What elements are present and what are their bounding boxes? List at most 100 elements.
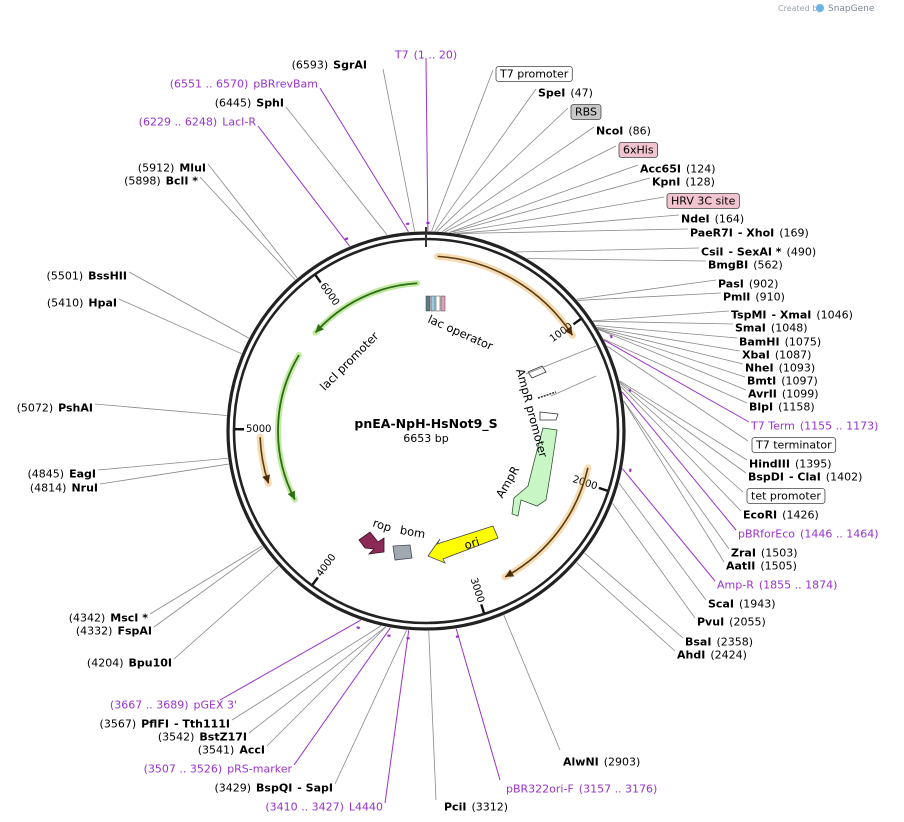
- t7-promoter-box: [495, 66, 573, 82]
- sgrai-part: (6593): [292, 59, 329, 72]
- bsshii-part: (5501): [47, 270, 84, 283]
- bamhi-leader-line: [595, 325, 738, 339]
- acci-label: (3541)AccI: [198, 744, 265, 757]
- acc65i-part: Acc65I: [640, 163, 681, 176]
- bpu10i-label: (4204)Bpu10I: [87, 657, 172, 670]
- bmgbi-part: BmgBI: [708, 259, 748, 272]
- t7-part: (1 .. 20): [414, 49, 458, 62]
- pmli-part: (910): [755, 291, 785, 304]
- pasi-part: (902): [749, 278, 779, 291]
- sphi-label: (6445)SphI: [215, 97, 284, 110]
- acc65i-label: Acc65I(124): [640, 163, 716, 176]
- mlui-part: MluI: [179, 162, 206, 175]
- nrui-leader-line: [99, 463, 229, 485]
- bamhi-part: (1075): [785, 336, 822, 349]
- bspqi-part: (3429): [214, 782, 251, 795]
- aatii-part: (1505): [760, 560, 797, 573]
- sgrai-leader-line: [382, 68, 416, 232]
- nrui-label: (4814)NruI: [30, 482, 98, 495]
- pshai-part: PshAI: [58, 402, 93, 415]
- amp-r-part: (1855 .. 1874): [759, 579, 838, 592]
- t7-term-primer-mark: [609, 334, 613, 339]
- xbai-leader-line: [597, 327, 741, 352]
- orange-feature-arrow-left: [256, 433, 272, 487]
- tspmi-label: TspMI- XmaI(1046): [731, 309, 853, 322]
- nhei-leader-line: [597, 328, 744, 365]
- tspmi-part: - XmaI: [772, 309, 812, 322]
- rop-label: rop: [371, 516, 393, 535]
- ncoi-label: NcoI(86): [596, 125, 651, 138]
- laci-r-label: (6229 .. 6248)LacI-R: [139, 116, 257, 129]
- site-labels: (6593)SgrAI(6551 .. 6570)pBRrevBam(6445)…: [17, 49, 879, 814]
- green-feature-arrow-left: [275, 352, 302, 503]
- bom-label: bom: [399, 523, 427, 541]
- pbr322ori-f-leader-line: [455, 628, 501, 781]
- tick-mark: [314, 274, 322, 284]
- pflfi-leader-line: [231, 625, 382, 721]
- ncoi-part: (86): [628, 125, 651, 138]
- paer7i-part: PaeR7I: [690, 227, 733, 240]
- rop-arrow: [358, 531, 385, 555]
- eagi-part: (4845): [28, 468, 65, 481]
- bom-box: [392, 544, 413, 561]
- 6xhis-text: 6xHis: [623, 144, 654, 157]
- credit-brand: SnapGene: [828, 4, 875, 14]
- msci-label: (4342) MscI *: [69, 612, 149, 625]
- t7-terminator-box: [751, 437, 837, 453]
- hindiii-leader-line: [619, 380, 748, 461]
- l4440-label: (3410 .. 3427)L4440: [265, 801, 383, 814]
- acci-leader-line: [266, 626, 387, 747]
- bstz17i-part: (3542): [158, 731, 195, 744]
- ecori-leader-line: [620, 386, 742, 512]
- bmgbi-part: (562): [753, 259, 783, 272]
- sgrai-label: (6593)SgrAI: [292, 59, 367, 72]
- msci-part: (4342): [69, 612, 106, 625]
- msci-part: MscI *: [110, 612, 148, 625]
- pgex3-part: (3667 .. 3689): [110, 699, 189, 712]
- amp-r-primer-mark: [628, 468, 632, 472]
- amp-r-leader-line: [622, 468, 716, 582]
- pmli-label: PmlI (910): [723, 291, 785, 304]
- xbai-part: (1087): [775, 349, 812, 362]
- pbrforeco-label: pBRforEco(1446 .. 1464): [738, 528, 879, 541]
- fspai-leader-line: [153, 547, 264, 628]
- bsai-part: (2358): [716, 636, 753, 649]
- alwni-part: (2903): [604, 756, 641, 769]
- ahdi-leader-line: [576, 562, 676, 652]
- spei-part: (47): [570, 87, 593, 100]
- pbr322ori-f-part: pBR322ori-F: [506, 783, 574, 796]
- snapgene-credit: Created by SnapGene: [778, 4, 875, 14]
- smai-part: SmaI: [735, 322, 766, 335]
- prs-marker-part: (3507 .. 3526): [144, 763, 223, 776]
- spei-part: SpeI: [538, 87, 565, 100]
- pvui-leader-line: [612, 503, 696, 619]
- 6xhis-box: [618, 142, 658, 158]
- tet-promoter-leader-line: [620, 383, 744, 493]
- tick-label: 4000: [315, 552, 339, 579]
- kpni-leader-line: [450, 177, 651, 233]
- bspdi-part: BspDI: [748, 471, 784, 484]
- xbai-part: XbaI: [742, 349, 770, 362]
- tspmi-part: (1046): [816, 309, 853, 322]
- ecori-part: (1426): [782, 509, 819, 522]
- ecori-label: EcoRI(1426): [743, 509, 819, 522]
- pflfi-part: - Tth111I: [174, 718, 230, 731]
- avrii-label: AvrII(1099): [748, 388, 818, 401]
- eagi-part: EagI: [69, 468, 96, 481]
- ahdi-label: AhdI(2424): [677, 649, 747, 662]
- t7-term-leader-line: [603, 339, 750, 423]
- mlui-part: (5912): [138, 162, 175, 175]
- pbrrevbam-leader-line: [319, 87, 409, 233]
- pmli-part: PmlI: [723, 291, 750, 304]
- pshai-part: (5072): [17, 402, 54, 415]
- ampr-promoter-arrow: [539, 411, 559, 421]
- spei-leader-line: [434, 88, 537, 232]
- ncoi-leader-line: [441, 126, 595, 232]
- fspai-part: FspAI: [117, 625, 152, 638]
- map-center: pnEA-NpH-HsNot9_S 6653 bp: [354, 416, 497, 445]
- pbr322ori-f-part: (3157 .. 3176): [579, 783, 658, 796]
- bsshii-leader-line: [128, 271, 250, 339]
- sphi-part: SphI: [256, 97, 284, 110]
- alwni-part: AlwNI: [563, 756, 599, 769]
- 6xhis-leader-line: [444, 145, 617, 233]
